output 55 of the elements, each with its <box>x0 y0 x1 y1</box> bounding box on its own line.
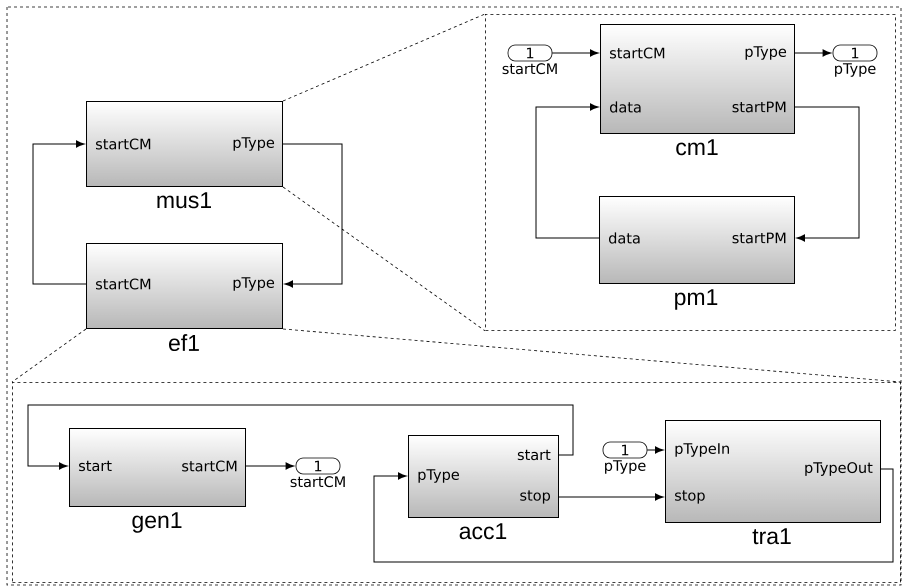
port-terminal: 1 <box>508 44 552 62</box>
block-name: tra1 <box>752 528 791 544</box>
block-name: cm1 <box>676 139 718 156</box>
signal-arrow <box>536 103 600 238</box>
block: startCM pType <box>86 243 283 329</box>
port-name: startCM <box>290 476 345 488</box>
node-label: data <box>610 101 641 113</box>
zoom-line <box>282 328 902 382</box>
node-label: start <box>518 450 550 460</box>
block-name: ef1 <box>169 334 199 352</box>
signal-arrow <box>28 404 574 470</box>
node-label: startCM <box>610 48 664 58</box>
node-label: startPM <box>732 232 786 244</box>
node-label: startCM <box>96 138 150 150</box>
block: pType start stop <box>408 435 559 518</box>
node-label: startPM <box>732 102 786 112</box>
port-terminal: 1 <box>296 458 340 474</box>
signal-arrow <box>794 49 832 57</box>
signal-arrow <box>282 144 342 288</box>
node-label: pTypeOut <box>805 462 872 476</box>
node-label: pTypeIn <box>676 443 729 457</box>
node-label: start <box>78 460 112 472</box>
zoom-line <box>282 186 486 332</box>
port-name: startCM <box>502 63 557 74</box>
node-label: pType <box>418 469 459 483</box>
node-label: stop <box>520 490 550 504</box>
node-label: pType <box>234 137 274 151</box>
block: pTypeIn pTypeOut stop <box>665 420 881 523</box>
block-name: pm1 <box>675 289 718 310</box>
port-terminal: 1 <box>602 442 648 458</box>
node-label: startCM <box>96 278 150 290</box>
dashed-panel <box>485 14 896 331</box>
signal-arrow <box>374 468 894 562</box>
signal-arrow <box>552 49 599 57</box>
port-name: pType <box>605 460 646 474</box>
signal-arrow <box>794 106 860 242</box>
signal-arrow <box>558 493 664 501</box>
node-label: data <box>609 232 640 244</box>
node-label: startCM <box>182 460 236 472</box>
block: data startPM <box>599 196 795 284</box>
block: startCM pType <box>86 101 283 187</box>
signal-arrow <box>246 462 294 470</box>
port-terminal: 1 <box>832 44 878 62</box>
node-label: pType <box>746 46 786 60</box>
block-name: acc1 <box>460 523 506 540</box>
block-name: gen1 <box>132 512 182 533</box>
port-name: pType <box>835 63 876 77</box>
signal-arrow <box>32 140 86 284</box>
block: start startCM <box>69 428 246 507</box>
block-name: mus1 <box>157 192 211 208</box>
node-label: stop <box>674 490 705 504</box>
node-label: pType <box>234 277 274 291</box>
dashed-panel <box>12 382 901 583</box>
block: startCM pType data startPM <box>600 24 795 134</box>
signal-arrow <box>646 446 664 454</box>
